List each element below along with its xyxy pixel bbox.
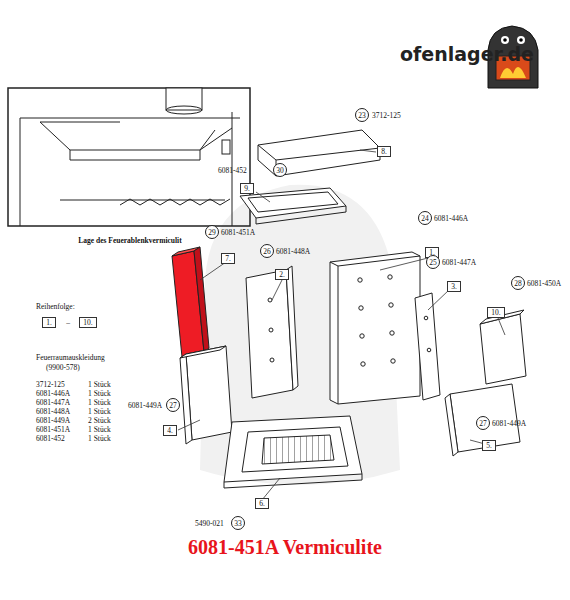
callout-number: 27 (479, 419, 487, 428)
part-number: 6081-449A (128, 401, 162, 410)
part-number: 3712-125 (372, 111, 401, 120)
table-cell: 2 Stück (88, 416, 111, 425)
inset-view (8, 88, 250, 226)
callout-number: 23 (358, 111, 366, 120)
part-number: 6081-450A (527, 279, 561, 288)
table-cell: 1 Stück (88, 425, 111, 434)
table-cell: 6081-449A (36, 416, 70, 425)
callout-circle: 27 (476, 416, 490, 430)
callout-circle: 27 (166, 398, 180, 412)
hole (391, 359, 395, 363)
table-cell: 6081-446A (36, 389, 70, 398)
table-cell: 1 Stück (88, 389, 111, 398)
table-cell: 6081-452 (36, 434, 65, 443)
part-number: 6081-451A (221, 228, 255, 237)
callout-circle: 26 (260, 244, 274, 258)
order-box: 1. (42, 317, 56, 328)
inset-caption: Lage des Feuerablenkvermiculit (78, 236, 181, 245)
list-heading: (9900-578) (46, 363, 80, 372)
part-side-right (415, 293, 440, 400)
order-box: 10. (487, 307, 505, 318)
order-number: 9. (244, 184, 250, 193)
part-back (330, 252, 420, 404)
hole (358, 278, 362, 282)
callout-circle: 23 (355, 108, 369, 122)
order-box: 7. (221, 253, 235, 264)
hole (389, 303, 393, 307)
table-cell: 3712-125 (36, 380, 65, 389)
order-number: 10. (491, 308, 500, 317)
list-heading: Feuerraumauskleidung (36, 353, 105, 362)
hole (388, 275, 392, 279)
table-cell: 1 Stück (88, 398, 111, 407)
callout-number: 24 (421, 214, 429, 223)
part-grate-tray (224, 416, 362, 488)
order-number: 8. (381, 147, 387, 156)
table-cell: 6081-448A (36, 407, 70, 416)
part-vermiculite-highlight (172, 247, 209, 357)
hole (360, 334, 364, 338)
order-box: 2. (275, 269, 289, 280)
callout-number: 27 (169, 401, 177, 410)
table-cell: 1 Stück (88, 407, 111, 416)
part-deflector (240, 188, 346, 224)
order-box: 4. (163, 425, 177, 436)
table-cell: 1 Stück (88, 380, 111, 389)
order-box: 3. (447, 281, 461, 292)
part-number: 6081-452 (218, 166, 247, 175)
callout-number: 28 (514, 279, 522, 288)
table-cell: 1 Stück (88, 434, 111, 443)
callout-circle: 29 (205, 225, 219, 239)
order-number: 2. (279, 270, 285, 279)
leader-lines (178, 150, 505, 500)
order-number: 6. (259, 499, 265, 508)
page-title: 6081-451A Vermiculite (188, 535, 382, 559)
callout-circle: 24 (418, 211, 432, 225)
table-cell: 6081-451A (36, 425, 70, 434)
order-box: 8. (377, 146, 391, 157)
order-number: 5. (486, 441, 492, 450)
callout-number: 29 (208, 228, 216, 237)
hole (359, 306, 363, 310)
callout-number: 26 (263, 247, 271, 256)
part-number: 5490-021 (195, 519, 224, 528)
part-floor-left (180, 346, 232, 444)
list-heading: – (66, 318, 70, 327)
table-cell: 6081-447A (36, 398, 70, 407)
order-box: 6. (255, 498, 269, 509)
part-number: 6081-449A (492, 419, 526, 428)
list-heading: Reihenfolge: (36, 302, 75, 311)
order-number: 10. (83, 318, 92, 327)
part-number: 6081-448A (276, 247, 310, 256)
part-top-bar (258, 130, 380, 176)
order-number: 1. (46, 318, 52, 327)
part-number: 6081-447A (442, 258, 476, 267)
order-number: 3. (451, 282, 457, 291)
part-side-left (246, 266, 298, 398)
hole (390, 331, 394, 335)
order-number: 7. (225, 254, 231, 263)
callout-circle: 33 (231, 516, 245, 530)
order-box: 10. (79, 317, 97, 328)
callout-number: 30 (276, 166, 284, 175)
order-box: 5. (482, 440, 496, 451)
logo-text: ofenlager.de (400, 43, 534, 65)
callout-number: 25 (429, 258, 437, 267)
hole (361, 362, 365, 366)
part-rear-top (480, 310, 526, 384)
order-box: 9. (240, 183, 254, 194)
part-number: 6081-446A (434, 214, 468, 223)
callout-circle: 25 (426, 255, 440, 269)
callout-number: 33 (234, 519, 242, 528)
order-number: 4. (167, 426, 173, 435)
callout-circle: 30 (273, 163, 287, 177)
callout-circle: 28 (511, 276, 525, 290)
